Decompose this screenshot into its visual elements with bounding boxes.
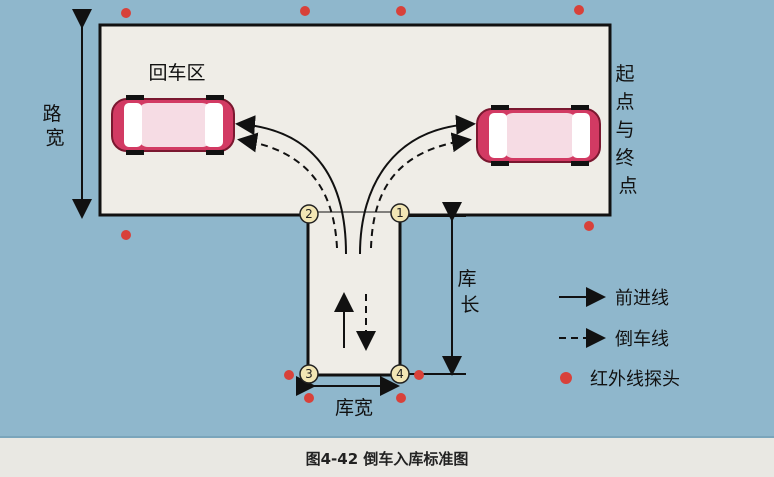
sensor-group <box>121 5 594 403</box>
car-right-roof <box>503 113 577 158</box>
corner-marker-4: 4 <box>390 364 410 384</box>
corner-marker-1: 1 <box>390 203 410 223</box>
start-end-char: 与 <box>615 119 634 141</box>
car-right-wheel <box>571 161 589 166</box>
car-left-roof <box>138 103 212 147</box>
corner-marker-label: 3 <box>305 367 313 381</box>
legend-forward-label: 前进线 <box>615 288 669 309</box>
corner-marker-label: 2 <box>305 207 313 221</box>
car-left-rear-window <box>124 103 142 147</box>
sensor-dot <box>584 221 594 231</box>
sensor-dot <box>396 6 406 16</box>
sensor-dot <box>396 393 406 403</box>
corner-marker-3: 3 <box>299 364 319 384</box>
turnaround-zone-label: 回车区 <box>148 62 205 84</box>
forward-path-right <box>359 114 476 255</box>
diagram-panel: 1 2 3 4 <box>0 0 774 438</box>
figure-caption: 图4-42 倒车入库标准图 <box>305 450 469 468</box>
road-width-char: 宽 <box>45 127 64 149</box>
car-right-wheel <box>491 161 509 166</box>
sensor-dot <box>284 370 294 380</box>
reverse-path-left <box>237 132 338 249</box>
sensor-dot <box>304 393 314 403</box>
sensor-dot <box>121 8 131 18</box>
garage-length-label: 库 长 <box>457 268 482 316</box>
car-right-wheel <box>571 105 589 110</box>
car-left-wheel <box>126 150 144 155</box>
car-left-wheel <box>126 95 144 100</box>
corner-marker-circle <box>390 364 410 384</box>
corner-marker-2: 2 <box>299 204 319 224</box>
garage-width-label: 库宽 <box>335 397 373 419</box>
start-end-char: 点 <box>615 91 634 113</box>
corner-marker-circle <box>299 364 319 384</box>
car-left-wheel <box>206 95 224 100</box>
car-right-front-window <box>489 113 507 158</box>
legend: 前进线 倒车线 红外线探头 <box>559 287 680 390</box>
corner-marker-circle <box>390 203 410 223</box>
forward-path-left <box>235 115 347 255</box>
sensor-dot <box>414 370 424 380</box>
start-end-char: 起 <box>615 63 634 85</box>
legend-sensor-dot <box>560 372 572 384</box>
sensor-dot <box>574 5 584 15</box>
start-end-label: 起 点 与 终 点 <box>615 63 640 197</box>
car-left <box>111 95 235 155</box>
reverse-path-right <box>370 132 472 249</box>
start-end-char: 终 <box>615 147 634 169</box>
car-left-wheel <box>206 150 224 155</box>
corner-marker-label: 4 <box>396 367 404 381</box>
legend-reverse-label: 倒车线 <box>615 329 669 350</box>
road-width-char: 路 <box>42 103 61 125</box>
car-right-rear-window <box>572 113 590 158</box>
garage-length-char: 库 <box>457 268 476 290</box>
car-right <box>476 105 601 166</box>
sensor-dot <box>300 6 310 16</box>
car-right-wheel <box>491 105 509 110</box>
car-left-front-window <box>205 103 223 147</box>
road-width-label: 路 宽 <box>42 103 67 149</box>
sensor-dot <box>121 230 131 240</box>
corner-marker-circle <box>299 204 319 224</box>
garage-bay <box>306 211 402 377</box>
garage-length-char: 长 <box>460 294 479 316</box>
legend-sensor-label: 红外线探头 <box>590 369 680 390</box>
garage-diagram: 1 2 3 4 <box>42 5 680 419</box>
corner-marker-label: 1 <box>396 206 404 220</box>
start-end-char: 点 <box>618 175 637 197</box>
